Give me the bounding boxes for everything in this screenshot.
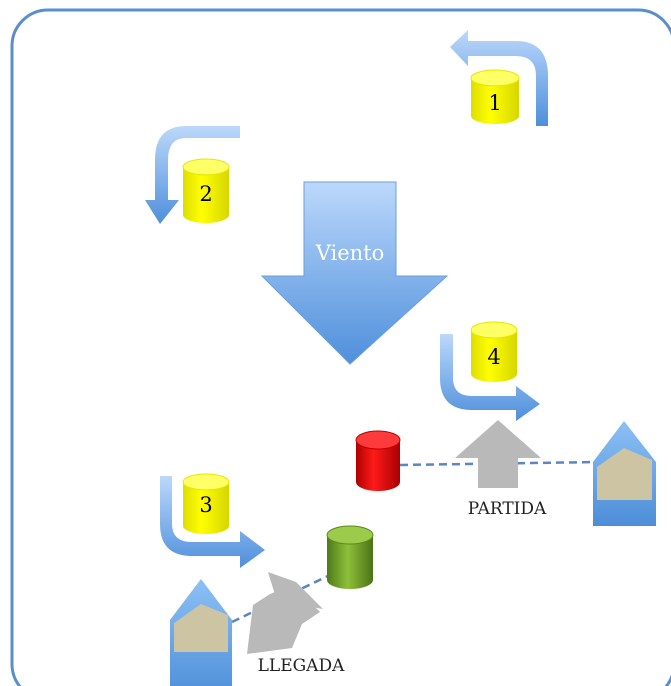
mark-1-label: 1 — [488, 91, 501, 115]
wind-label: Viento — [315, 241, 385, 265]
finish-label: LLEGADA — [258, 656, 345, 676]
mark-buoy-1-icon — [470, 69, 520, 124]
mark-buoy-3-icon — [182, 473, 230, 534]
mark-4-label: 4 — [487, 345, 500, 369]
start-buoy-icon — [355, 430, 401, 491]
start-line — [399, 460, 599, 467]
start-label: PARTIDA — [468, 499, 547, 519]
finish-direction-arrow-icon — [247, 572, 323, 654]
mark-buoy-2-icon — [182, 158, 230, 223]
mark-3-label: 3 — [199, 493, 212, 517]
wind-arrow-icon — [260, 181, 449, 365]
rounding-arrow-3-icon — [160, 476, 265, 568]
mark-2-label: 2 — [199, 182, 212, 206]
rounding-arrow-1-icon — [450, 30, 548, 126]
rounding-arrow-4-icon — [440, 334, 540, 421]
mark-buoy-4-icon — [470, 321, 518, 382]
committee-boat-left-icon — [170, 579, 232, 686]
rounding-arrow-2-icon — [145, 126, 240, 224]
start-direction-arrow-icon — [455, 420, 541, 488]
committee-boat-right-icon — [593, 421, 656, 526]
finish-buoy-icon — [326, 525, 374, 589]
